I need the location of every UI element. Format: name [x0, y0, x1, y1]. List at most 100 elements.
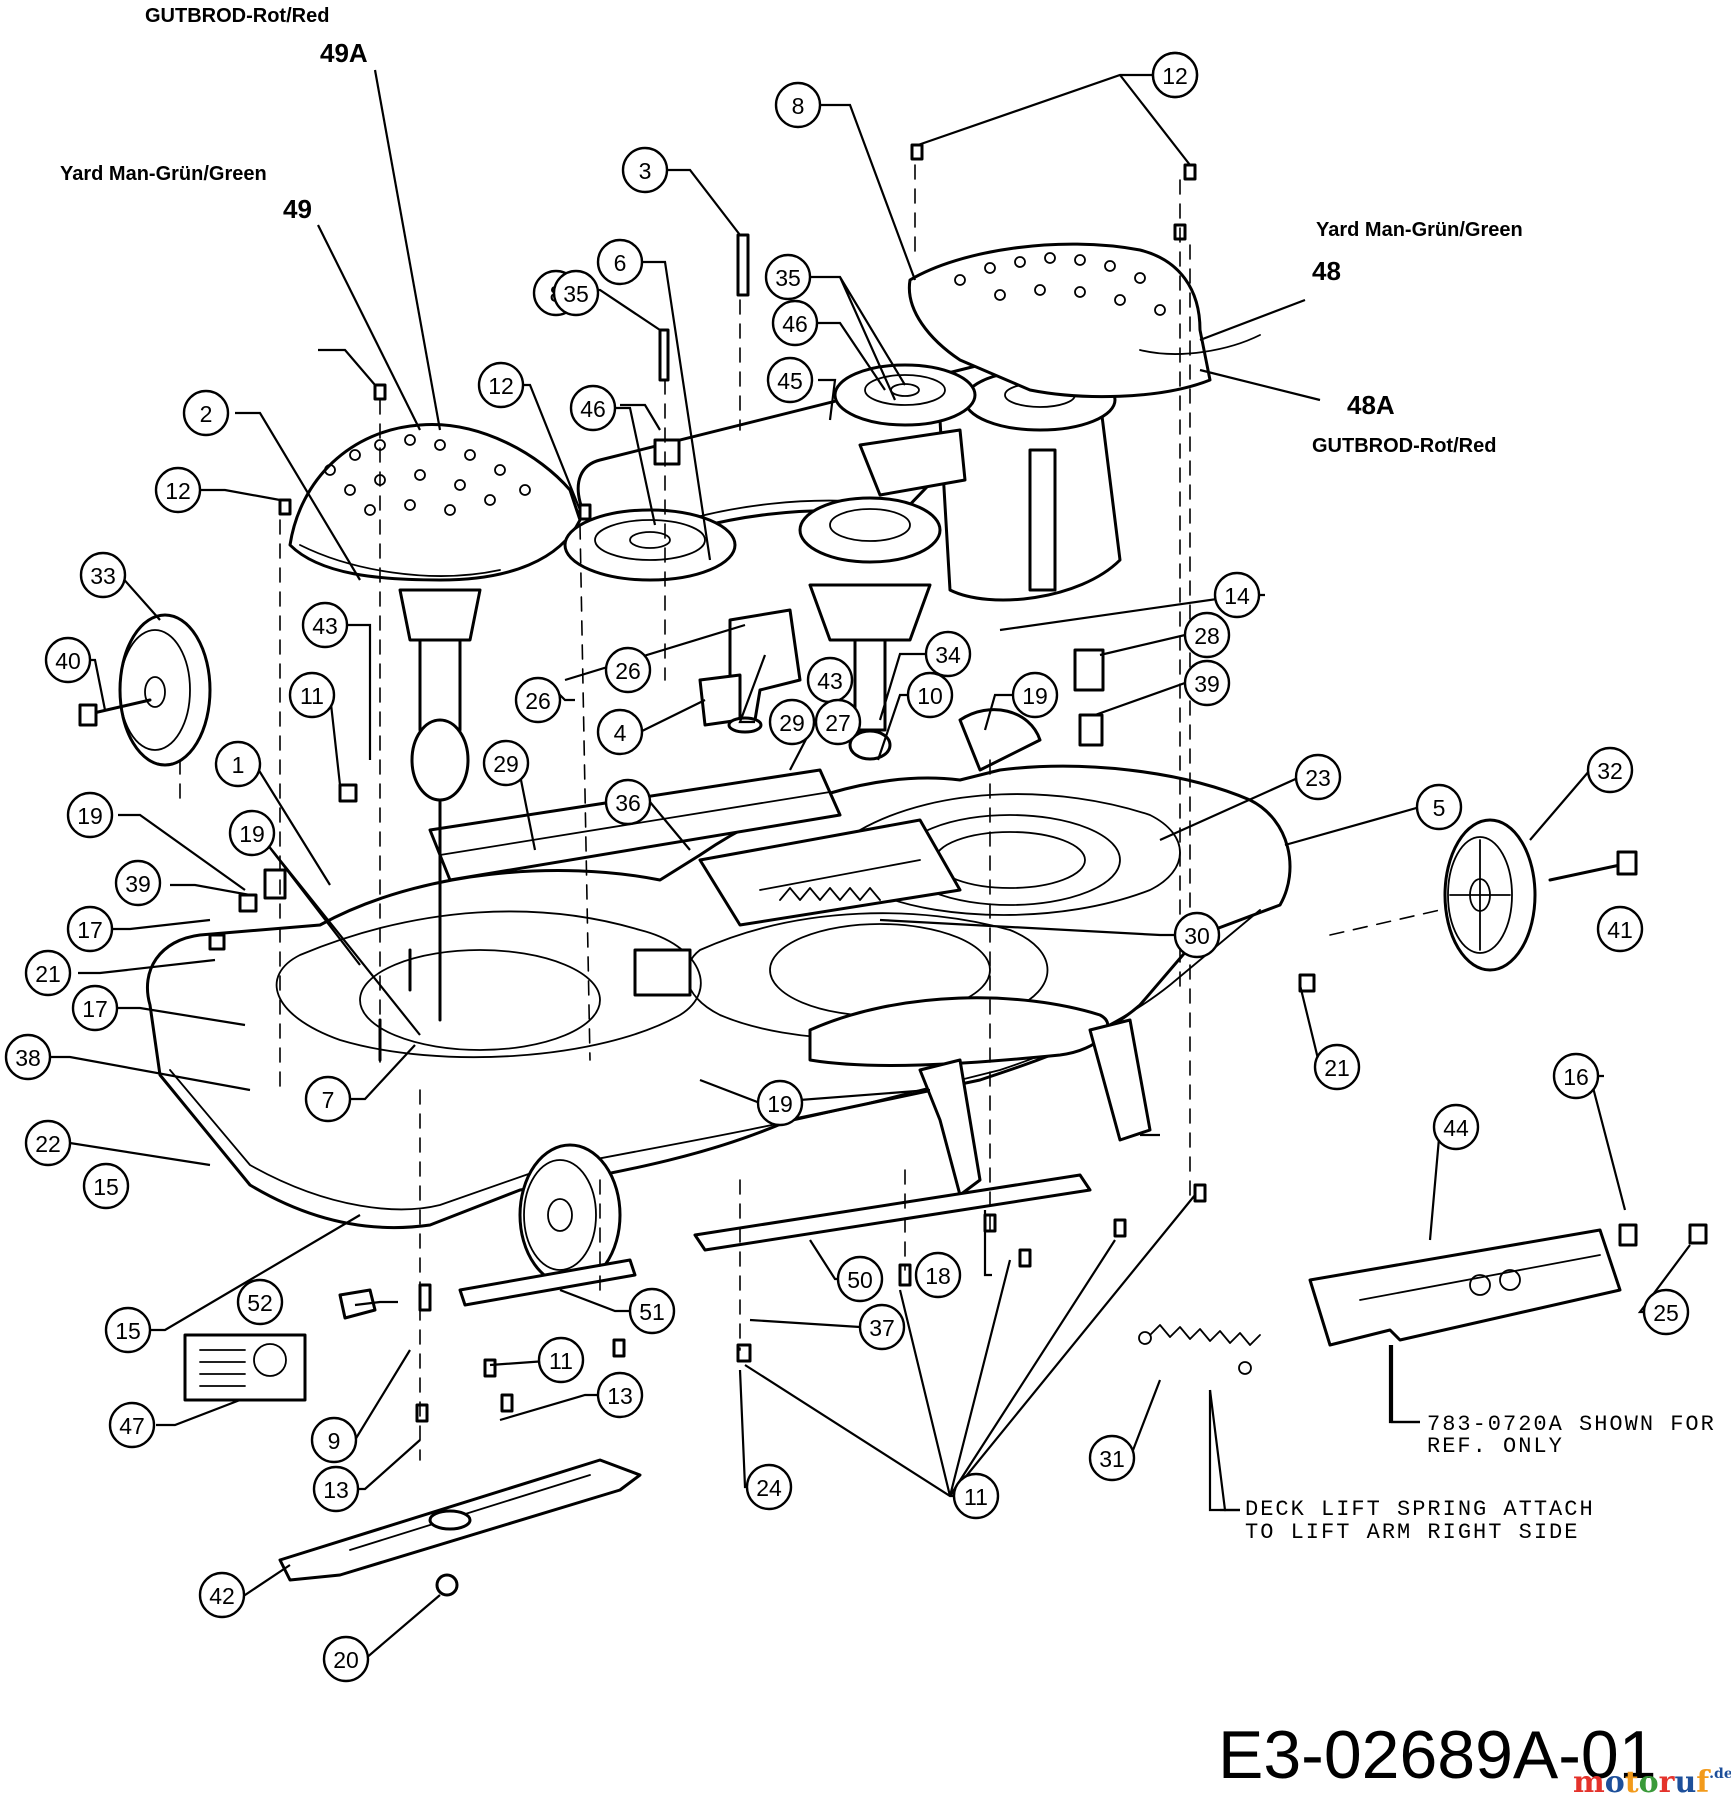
callout-43: 43 — [301, 601, 349, 649]
callout-circle — [628, 1287, 676, 1335]
callout-52: 52 — [236, 1278, 284, 1326]
callout-number: 51 — [639, 1299, 665, 1325]
label-gutbrod-right: GUTBROD-Rot/Red — [1312, 435, 1496, 457]
callout-number: 33 — [90, 563, 116, 589]
watermark-main: motoruf — [1573, 1765, 1711, 1800]
callout-circle — [836, 1255, 884, 1303]
callout-circle — [604, 778, 652, 826]
callout-number: 19 — [77, 803, 103, 829]
callout-41: 41 — [1596, 905, 1644, 953]
callout-17: 17 — [66, 905, 114, 953]
baffle-plates — [458, 1173, 1092, 1307]
callout-33: 33 — [79, 551, 127, 599]
callout-5: 5 — [1415, 783, 1463, 831]
callout-number: 19 — [767, 1091, 793, 1117]
callout-number: 37 — [869, 1315, 895, 1341]
callout-13: 13 — [596, 1371, 644, 1419]
callout-circle — [108, 1401, 156, 1449]
callout-circle — [569, 384, 617, 432]
lift-arm-assembly — [1308, 1223, 1638, 1347]
callout-number: 26 — [525, 688, 551, 714]
callout-circle — [1642, 1288, 1690, 1336]
callout-circle — [537, 1336, 585, 1384]
callout-number: 39 — [1194, 671, 1220, 697]
callout-number: 17 — [77, 917, 103, 943]
callout-circle — [304, 1075, 352, 1123]
callout-number: 43 — [312, 613, 338, 639]
callout-13: 13 — [312, 1465, 360, 1513]
callout-circle — [1596, 905, 1644, 953]
spring-note-line1: DECK LIFT SPRING ATTACH — [1245, 1497, 1595, 1522]
callout-number: 1 — [232, 752, 245, 778]
callout-21: 21 — [24, 949, 72, 997]
callout-35: 35 — [764, 253, 812, 301]
label-part-48: 48 — [1312, 256, 1341, 286]
callout-7: 7 — [304, 1075, 352, 1123]
callout-circle — [79, 551, 127, 599]
callout-11: 11 — [288, 671, 336, 719]
callout-number: 28 — [1194, 623, 1220, 649]
callout-circle — [477, 361, 525, 409]
callout-number: 15 — [115, 1318, 141, 1344]
left-spindle-cover — [288, 423, 582, 1022]
callout-number: 42 — [209, 1583, 235, 1609]
callout-number: 19 — [239, 821, 265, 847]
left-gauge-wheel — [78, 613, 212, 767]
callout-circle — [24, 949, 72, 997]
callout-3: 3 — [621, 146, 669, 194]
callout-number: 34 — [935, 642, 961, 668]
callout-24: 24 — [745, 1463, 793, 1511]
callout-number: 26 — [615, 658, 641, 684]
label-part-48a: 48A — [1347, 390, 1395, 420]
callout-circle — [745, 1463, 793, 1511]
callout-circle — [924, 630, 972, 678]
idler-pulley-right — [833, 363, 977, 427]
callout-28: 28 — [1183, 611, 1231, 659]
callout-9: 9 — [310, 1416, 358, 1464]
right-spindle-cover — [907, 242, 1261, 399]
callout-14: 14 — [1213, 571, 1261, 619]
callout-number: 16 — [1563, 1064, 1589, 1090]
callout-circle — [604, 646, 652, 694]
callout-circle — [768, 698, 816, 746]
callout-number: 21 — [1324, 1055, 1350, 1081]
part-callouts: 1283635846351245461221233434011262643142… — [4, 51, 1690, 1683]
callout-circle — [310, 1416, 358, 1464]
callout-number: 7 — [322, 1087, 335, 1113]
spring-note-line2: TO LIFT ARM RIGHT SIDE — [1245, 1520, 1579, 1545]
callout-circle — [322, 1635, 370, 1683]
callout-circle — [66, 791, 114, 839]
callout-30: 30 — [1173, 911, 1221, 959]
callout-circle — [1415, 783, 1463, 831]
callout-number: 31 — [1099, 1446, 1125, 1472]
callout-47: 47 — [108, 1401, 156, 1449]
callout-circle — [596, 708, 644, 756]
callout-11: 11 — [952, 1472, 1000, 1520]
callout-number: 41 — [1607, 917, 1633, 943]
callout-circle — [301, 601, 349, 649]
callout-number: 36 — [615, 790, 641, 816]
callout-circle — [756, 1079, 804, 1127]
callout-number: 39 — [125, 871, 151, 897]
callout-36: 36 — [604, 778, 652, 826]
label-yardman-right: Yard Man-Grün/Green — [1316, 219, 1523, 241]
drawing-number: E3-02689A-01 — [1218, 1717, 1657, 1793]
callout-number: 5 — [1433, 795, 1446, 821]
callout-46: 46 — [569, 384, 617, 432]
callout-number: 19 — [1022, 683, 1048, 709]
callout-circle — [621, 146, 669, 194]
assembly-notes: 783-0720A SHOWN FOR REF. ONLY DECK LIFT … — [1208, 1345, 1714, 1545]
callout-number: 32 — [1597, 758, 1623, 784]
callout-number: 25 — [1653, 1300, 1679, 1326]
cover-variant-labels: GUTBROD-Rot/Red 49A Yard Man-Grün/Green … — [60, 5, 1523, 457]
callout-circle — [1586, 746, 1634, 794]
callout-number: 21 — [35, 961, 61, 987]
callout-circle — [1173, 911, 1221, 959]
callout-4: 4 — [596, 708, 644, 756]
assembly-center-lines — [179, 164, 1441, 1461]
callout-circle — [214, 740, 262, 788]
ref-note-line2: REF. ONLY — [1427, 1434, 1564, 1459]
callout-circle — [1011, 671, 1059, 719]
callout-circle — [764, 253, 812, 301]
